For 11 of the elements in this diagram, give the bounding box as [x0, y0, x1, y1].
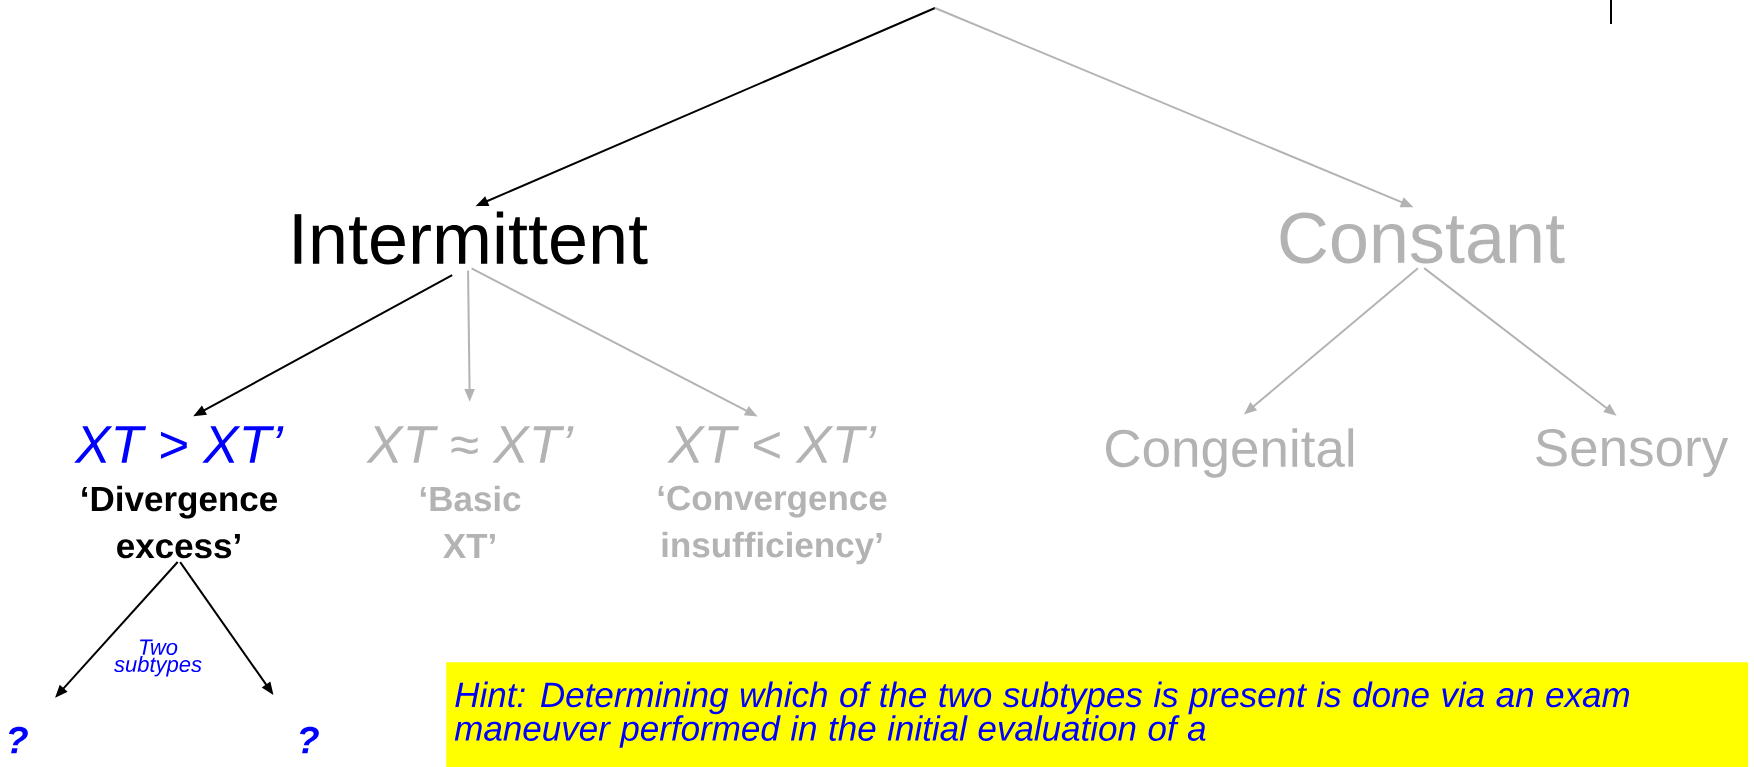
subtype-label: XT ≈ XT’ ‘Basic XT’	[366, 426, 574, 558]
subtype-label: XT > XT’ ‘Divergence excess’	[74, 426, 284, 559]
category-label: Sensory	[1536, 429, 1729, 477]
subtype-label: XT < XT’ ‘Convergence insufficiency’	[658, 426, 887, 565]
category-label: Intermittent	[294, 211, 648, 265]
question-mark: ?	[299, 726, 319, 754]
category-label: Congenital	[1106, 428, 1354, 478]
category-label: Constant	[1280, 212, 1565, 264]
hint-box: Hint: Determining which of the two subtypes is present is done via an exam maneuver performed in the initial evaluation of a	[446, 662, 1749, 767]
edge-label: Two subtypes	[114, 639, 202, 677]
question-mark: ?	[8, 726, 28, 754]
